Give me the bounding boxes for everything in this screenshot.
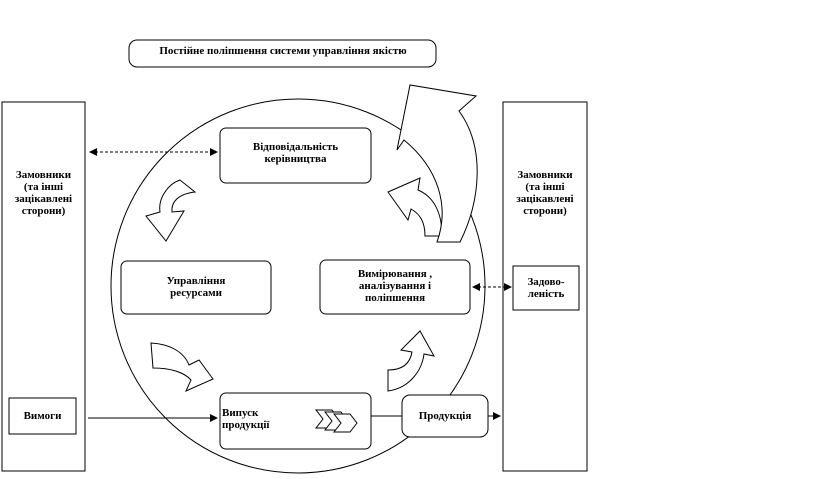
diagram-title: Постійне поліпшення системи управління я… (159, 45, 407, 57)
left-customers-label: Замовники (та інші зацікавлені сторони) (14, 169, 73, 217)
product-output-label: Продукція (418, 410, 472, 422)
requirements-label: Вимоги (23, 410, 62, 422)
satisfaction-box (512, 265, 580, 311)
product-realization-label: Випуск продукції (222, 407, 270, 431)
management-responsibility-box (219, 127, 372, 184)
product-chevrons-icon (314, 409, 358, 433)
curved-arrow-bottom-left-icon (150, 342, 214, 392)
measurement-analysis-label: Вимірювання , аналізування і поліпшення (357, 268, 433, 304)
title-box (128, 39, 437, 68)
curved-arrow-top-left-icon (145, 179, 197, 242)
curved-arrow-bottom-right-icon (387, 330, 435, 392)
resource-management-box (120, 260, 272, 315)
management-responsibility-label: Відповідальність керівництва (252, 141, 339, 165)
right-customers-label: Замовники (та інші зацікавлені сторони) (516, 169, 574, 217)
requirements-box (8, 397, 77, 435)
curved-arrow-top-right-icon (387, 177, 443, 237)
measurement-analysis-box (319, 259, 471, 315)
satisfaction-label: Задово- леність (527, 276, 565, 300)
product-realization-box (219, 392, 372, 450)
resource-management-label: Управління ресурсами (166, 275, 226, 299)
improvement-large-arrow-icon (396, 84, 478, 243)
